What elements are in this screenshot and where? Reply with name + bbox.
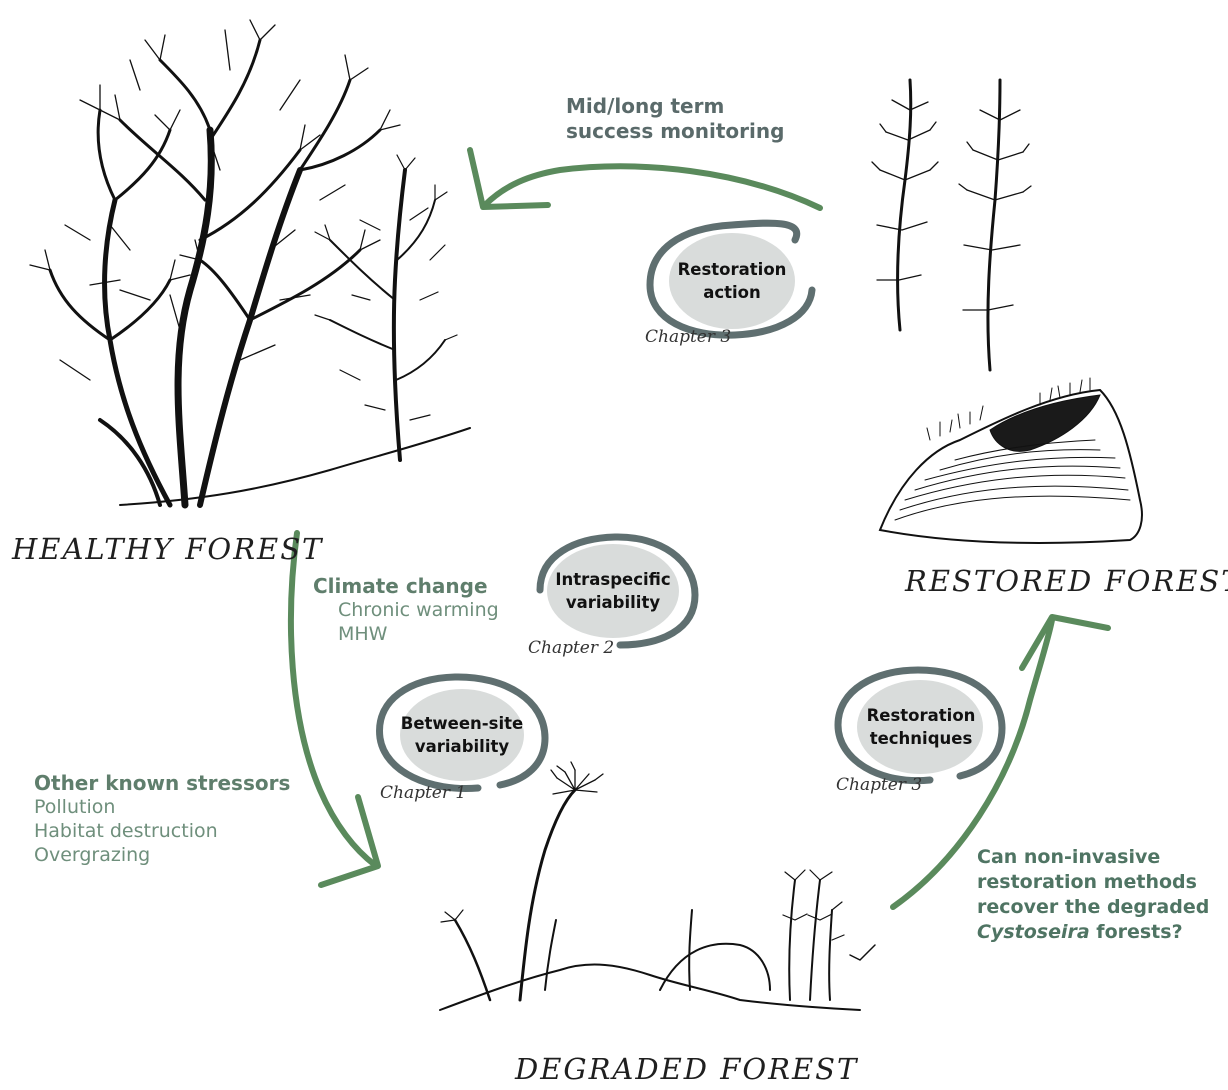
healthy-forest-illustration: [29, 19, 471, 509]
research-question: Can non-invasive restoration methods rec…: [977, 845, 1209, 945]
monitoring-line-1: Mid/long term: [566, 94, 725, 118]
question-line: Can non-invasive: [977, 846, 1161, 868]
monitoring-line-2: success monitoring: [566, 119, 785, 143]
bubble-intraspecific: [536, 533, 699, 649]
other-stressors-title: Other known stressors: [34, 771, 291, 795]
chapter-label: Chapter 2: [528, 638, 615, 658]
chapter-label: Chapter 3: [836, 775, 923, 795]
chapter-label: Chapter 1: [380, 783, 467, 803]
restoration-action-text: Restoration action: [670, 254, 794, 308]
between-site-text: Between-site variability: [398, 708, 526, 762]
decline-arrowhead: [318, 794, 381, 888]
stressor-item: Pollution: [34, 796, 116, 818]
climate-item: MHW: [338, 623, 388, 645]
bubble-line: variability: [414, 737, 510, 756]
bubble-restoration-action: [646, 219, 816, 339]
bubble-line: Intraspecific: [555, 570, 671, 589]
intraspecific-text: Intraspecific variability: [548, 564, 678, 618]
bubble-line: techniques: [869, 729, 973, 748]
degraded-forest-illustration: [439, 761, 876, 1011]
genus-name: Cystoseira: [977, 921, 1090, 943]
bubble-line: variability: [565, 593, 661, 612]
stressor-item: Habitat destruction: [34, 820, 218, 842]
cycle-arrows: [287, 147, 1111, 910]
restored-forest-label: RESTORED FOREST: [905, 564, 1228, 598]
monitoring-label: Mid/long term success monitoring: [566, 94, 784, 144]
restored-forest-illustration: [871, 78, 1143, 544]
restoration-arrowhead: [1019, 614, 1111, 671]
degraded-forest-label: DEGRADED FOREST: [515, 1052, 859, 1086]
monitoring-arrow: [482, 163, 823, 211]
bubble-line: Restoration: [677, 260, 787, 279]
healthy-forest-label: HEALTHY FOREST: [12, 532, 324, 566]
question-line: recover the degraded: [977, 896, 1210, 918]
climate-item: Chronic warming: [338, 599, 499, 621]
bubble-line: action: [703, 283, 761, 302]
stressor-item: Overgrazing: [34, 844, 151, 866]
chapter-label: Chapter 3: [645, 327, 732, 347]
question-line: restoration methods: [977, 871, 1197, 893]
other-stressors-block: Other known stressors Pollution Habitat …: [34, 771, 290, 867]
decline-arrow: [287, 530, 378, 868]
restoration-arrow: [890, 617, 1055, 910]
bubble-line: Restoration: [866, 706, 976, 725]
climate-change-title: Climate change: [313, 574, 488, 598]
monitoring-arrowhead: [467, 147, 551, 210]
bubble-line: Between-site: [400, 714, 524, 733]
question-line: Cystoseira forests?: [977, 920, 1209, 945]
climate-change-block: Climate change Chronic warming MHW: [313, 574, 499, 646]
bubble-restoration-techniques: [834, 666, 1006, 785]
restoration-techniques-text: Restoration techniques: [858, 700, 984, 754]
question-line-end: forests?: [1089, 921, 1183, 943]
bubble-between-site: [376, 673, 549, 793]
